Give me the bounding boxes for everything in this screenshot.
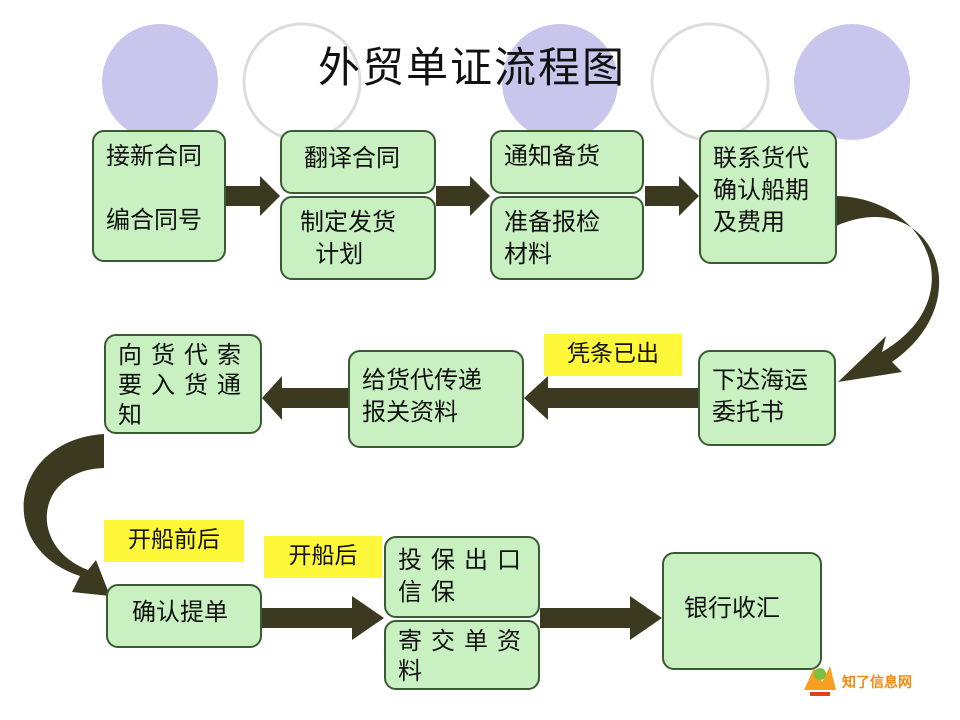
step-translate-contract: 翻译合同 [280, 130, 436, 194]
step-customs-docs: 给货代传递 报关资料 [348, 350, 524, 448]
arrow-s2-s3 [436, 176, 490, 216]
arrow-curve-s4-s5 [836, 196, 940, 382]
step-line: 给货代传递 [362, 366, 482, 394]
step-line: 及费用 [713, 208, 785, 236]
zhihu-logo-icon [804, 666, 836, 696]
step-line-spacer [106, 172, 212, 204]
step-line: 知 [118, 401, 151, 429]
step-line: 向货代索 [118, 341, 250, 369]
step-line: 料 [398, 657, 431, 685]
note-before-after-sailing: 开船前后 [104, 520, 244, 562]
step-line: 材料 [504, 240, 552, 268]
watermark: 知了信息网 [800, 660, 950, 700]
arrow-s1-s2 [226, 176, 280, 216]
step-line: 要入货通 [118, 371, 250, 399]
step-inspection-materials: 准备报检 材料 [490, 196, 644, 280]
step-contact-forwarder: 联系货代 确认船期 及费用 [699, 130, 837, 264]
arrow-s3-s4 [645, 176, 699, 216]
step-insurance: 投保出口 信保 [384, 536, 540, 618]
step-shipping-plan: 制定发货 计划 [280, 196, 436, 280]
page-title: 外贸单证流程图 [318, 43, 627, 92]
step-line: 银行收汇 [684, 594, 780, 622]
arrow-curve-s7-s8 [23, 434, 110, 596]
step-send-docs: 寄交单资 料 [384, 620, 540, 690]
bg-circle-white-2 [650, 22, 770, 142]
note-after-sailing: 开船后 [264, 536, 382, 578]
step-sea-booking: 下达海运 委托书 [698, 350, 836, 446]
step-line: 下达海运 [712, 366, 808, 394]
arrow-s5-s6 [524, 376, 698, 420]
step-line: 接新合同 [106, 142, 202, 170]
step-sign-contract: 接新合同 编合同号 [92, 130, 226, 262]
bg-circle-purple-1 [102, 24, 218, 140]
step-line: 计划 [300, 240, 364, 268]
step-bank-collection: 银行收汇 [662, 552, 822, 670]
watermark-text: 知了信息网 [842, 675, 912, 691]
step-line: 投保出口 [398, 546, 530, 574]
step-line: 联系货代 [713, 144, 809, 172]
step-line: 报关资料 [362, 398, 458, 426]
bg-circle-purple-3 [794, 24, 910, 140]
step-line: 编合同号 [106, 206, 202, 234]
step-line: 制定发货 [300, 208, 396, 236]
step-confirm-bl: 确认提单 [106, 584, 262, 648]
step-line: 通知备货 [504, 142, 600, 170]
arrow-s9-s10 [540, 596, 662, 640]
bg-circle-purple-2 [502, 24, 618, 140]
step-line: 翻译合同 [304, 144, 400, 172]
step-line: 信保 [398, 578, 464, 606]
step-line: 委托书 [712, 398, 784, 426]
step-line: 准备报检 [504, 208, 600, 236]
note-receipt-issued: 凭条已出 [544, 334, 682, 376]
arrow-s6-s7 [262, 376, 348, 420]
step-notify-stock: 通知备货 [490, 130, 644, 194]
step-cargo-notice: 向货代索 要入货通 知 [104, 334, 262, 434]
arrow-s8-s9 [262, 596, 384, 640]
step-line: 确认船期 [713, 176, 809, 204]
step-line: 确认提单 [132, 598, 228, 626]
step-line: 寄交单资 [398, 627, 530, 655]
